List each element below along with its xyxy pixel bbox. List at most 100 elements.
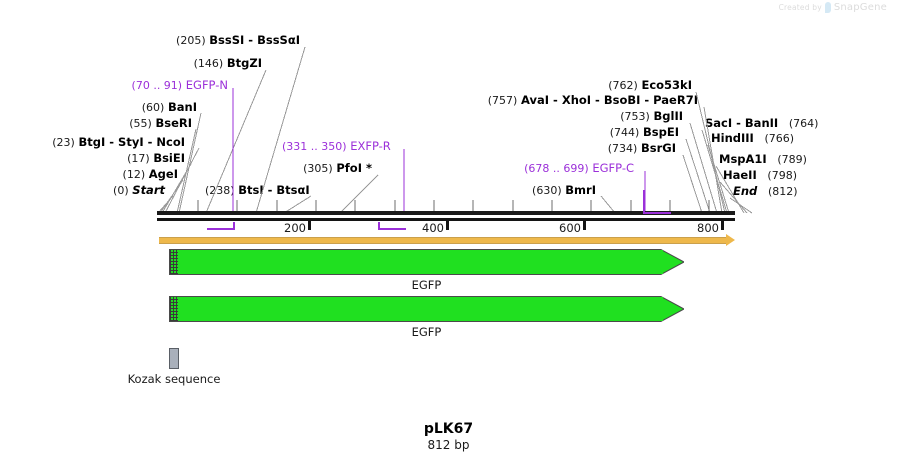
site-label-end[interactable]: End (812) — [733, 184, 798, 199]
primer-range-exfp-r: (331 .. 350) — [282, 140, 347, 153]
primer-label-egfp-c[interactable]: (678 .. 699) EGFP-C — [450, 161, 634, 176]
snapgene-watermark: Created by SnapGene — [779, 2, 887, 13]
site-label-757[interactable]: (757) AvaI - XhoI - BsoBI - PaeR7I — [380, 93, 698, 108]
site-label-789[interactable]: MspA1I (789) — [719, 152, 807, 167]
site-position-630: (630) — [532, 184, 562, 197]
site-enzymes-55: BseRI — [155, 116, 192, 130]
ruler-major-tick-800 — [721, 221, 724, 230]
site-label-23[interactable]: (23) BtgI - StyI - NcoI — [0, 135, 185, 150]
primer-range-egfp-n: (70 .. 91) — [131, 79, 183, 92]
primer-feature-egfp-n[interactable] — [207, 222, 235, 230]
ruler-major-tick-200 — [308, 221, 311, 230]
ruler-label-400: 400 — [422, 221, 444, 235]
feature-kozak-label: Kozak sequence — [127, 372, 221, 386]
site-label-12[interactable]: (12) AgeI — [0, 167, 178, 182]
site-label-305[interactable]: (305) PfoI * — [200, 161, 372, 176]
leader-line-744 — [685, 138, 711, 214]
site-position-762: (762) — [608, 79, 638, 92]
primer-feature-exfp-r[interactable] — [378, 222, 406, 230]
site-position-764: (764) — [788, 117, 819, 130]
site-position-205: (205) — [176, 34, 206, 47]
feature-egfp-2-arrowhead — [657, 296, 684, 322]
construct-span-arrowhead — [726, 234, 735, 246]
watermark-made-by-text: Created by — [778, 3, 822, 12]
site-position-end: (812) — [767, 185, 798, 198]
site-enzymes-757: AvaI - XhoI - BsoBI - PaeR7I — [521, 93, 698, 107]
feature-kozak-sequence[interactable] — [169, 348, 179, 369]
site-enzymes-17: BsiEI — [153, 151, 185, 165]
site-position-60: (60) — [141, 101, 165, 114]
site-position-734: (734) — [607, 142, 638, 155]
site-position-766: (766) — [764, 132, 795, 145]
leader-line-734 — [682, 154, 703, 214]
feature-egfp-1-hatch-start — [170, 250, 178, 274]
site-position-798: (798) — [767, 169, 797, 182]
site-enzymes-764: SacI - BanII — [705, 116, 779, 130]
site-label-766[interactable]: HindIII (766) — [711, 131, 795, 146]
primer-name-exfp-r: EXFP-R — [350, 139, 391, 153]
site-enzymes-60: BanI — [168, 100, 197, 114]
site-enzymes-205: BssSI - BssSαI — [209, 33, 300, 47]
site-label-146[interactable]: (146) BtgZI — [0, 56, 262, 71]
site-position-789: (789) — [777, 153, 807, 166]
site-enzymes-630: BmrI — [565, 183, 596, 197]
site-enzymes-end: End — [733, 184, 758, 198]
site-enzymes-734: BsrGI — [641, 141, 676, 155]
site-position-305: (305) — [303, 162, 333, 175]
primer-label-exfp-r[interactable]: (331 .. 350) EXFP-R — [282, 139, 391, 154]
feature-egfp-1[interactable] — [169, 249, 684, 275]
site-enzymes-789: MspA1I — [719, 152, 767, 166]
site-label-762[interactable]: (762) Eco53kI — [430, 79, 692, 93]
site-position-0: (0) — [113, 184, 129, 197]
snapgene-logo-icon — [824, 2, 831, 13]
site-label-60[interactable]: (60) BanI — [0, 100, 197, 115]
site-enzymes-766: HindIII — [711, 131, 754, 145]
site-label-55[interactable]: (55) BseRI — [0, 116, 192, 131]
ruler-label-600: 600 — [559, 221, 581, 235]
primer-feature-egfp-c[interactable] — [643, 190, 671, 214]
feature-egfp-1-body — [169, 249, 661, 275]
sequence-backbone-top[interactable] — [157, 211, 735, 215]
site-label-744[interactable]: (744) BspEI — [430, 125, 679, 140]
feature-egfp-1-label: EGFP — [411, 278, 442, 292]
site-enzymes-0: Start — [132, 183, 165, 197]
site-position-757: (757) — [487, 94, 518, 107]
feature-egfp-1-arrowhead — [657, 249, 684, 275]
feature-egfp-2[interactable] — [169, 296, 684, 322]
sequence-backbone-bottom[interactable] — [157, 218, 735, 221]
site-label-764[interactable]: SacI - BanII (764) — [705, 116, 819, 131]
site-position-12: (12) — [122, 168, 146, 181]
site-position-753: (753) — [620, 110, 650, 123]
feature-egfp-2-hatch-start — [170, 297, 178, 321]
ruler-major-tick-400 — [446, 221, 449, 230]
site-enzymes-305: PfoI * — [336, 161, 372, 175]
primer-name-egfp-n: EGFP-N — [185, 78, 228, 92]
site-enzymes-12: AgeI — [148, 167, 178, 181]
site-enzymes-146: BtgZI — [226, 56, 262, 70]
site-position-146: (146) — [193, 57, 224, 70]
site-label-630[interactable]: (630) BmrI — [450, 183, 596, 198]
site-position-23: (23) — [52, 136, 75, 149]
watermark-brand-text: SnapGene — [833, 2, 887, 13]
ruler-label-200: 200 — [284, 221, 306, 235]
site-enzymes-744: BspEI — [643, 125, 679, 139]
site-label-753[interactable]: (753) BglII — [430, 109, 684, 124]
site-position-17: (17) — [127, 152, 150, 165]
primer-range-egfp-c: (678 .. 699) — [524, 162, 589, 175]
leader-line-305 — [339, 174, 379, 214]
site-position-55: (55) — [129, 117, 152, 130]
primer-label-egfp-n[interactable]: (70 .. 91) EGFP-N — [0, 78, 228, 93]
site-enzymes-798: HaeII — [723, 168, 757, 182]
site-position-744: (744) — [609, 126, 640, 139]
construct-span-bar[interactable] — [159, 237, 726, 244]
site-label-238[interactable]: (238) BtsI - BtsαI — [205, 184, 310, 198]
site-label-734[interactable]: (734) BsrGI — [430, 141, 676, 156]
site-enzymes-753: BglII — [653, 109, 684, 123]
site-label-17[interactable]: (17) BsiEI — [0, 151, 185, 166]
site-label-205[interactable]: (205) BssSI - BssSαI — [0, 33, 300, 48]
site-label-0-start[interactable]: (0) Start — [0, 183, 165, 198]
site-enzymes-23: BtgI - StyI - NcoI — [78, 135, 185, 149]
site-label-798[interactable]: HaeII (798) — [723, 168, 797, 183]
primer-name-egfp-c: EGFP-C — [592, 161, 634, 175]
